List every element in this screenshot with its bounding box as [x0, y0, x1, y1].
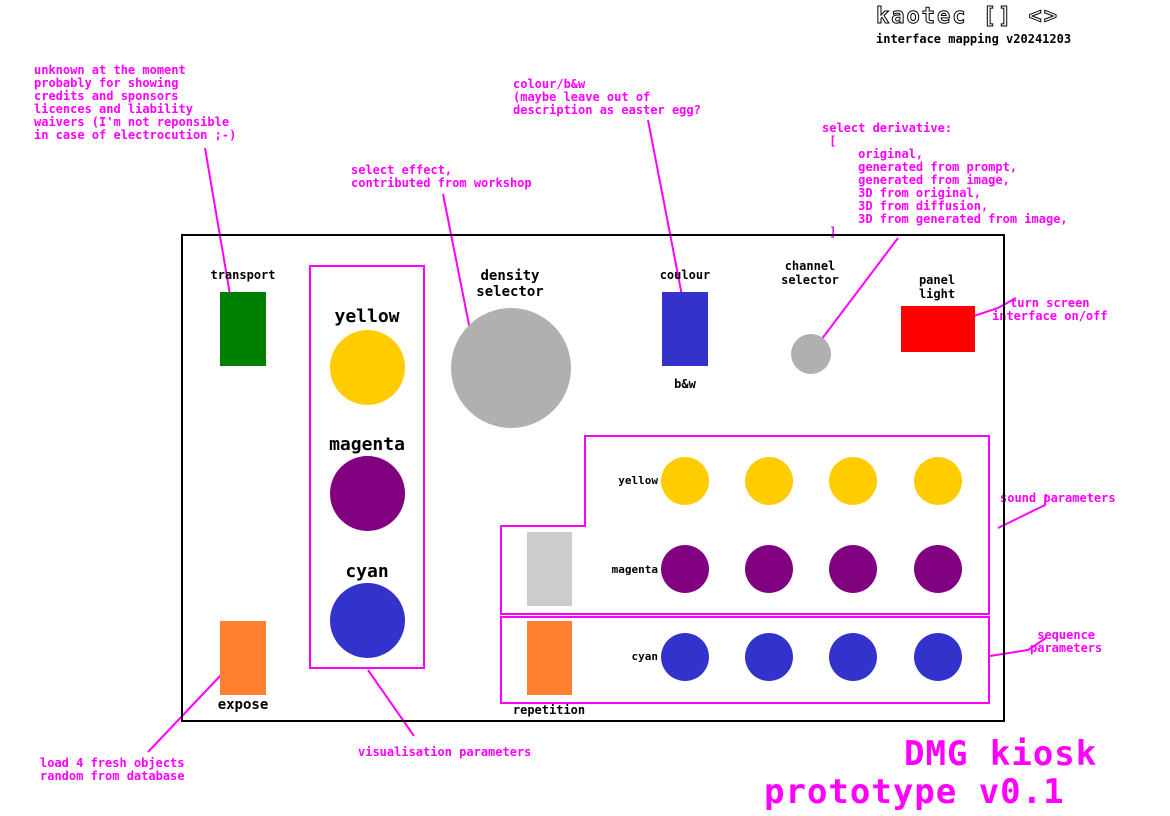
yellow-sound-knob-4[interactable]: [914, 457, 962, 505]
magenta-sound-knob-3[interactable]: [829, 545, 877, 593]
cyan-sequence-knob-3[interactable]: [829, 633, 877, 681]
channel-selector-knob[interactable]: [791, 334, 831, 374]
repetition-label: repetition: [512, 703, 586, 717]
annotation-sound-parameters: sound parameters: [1000, 491, 1116, 505]
magenta-sound-knob-1[interactable]: [661, 545, 709, 593]
repetition-button[interactable]: [527, 621, 572, 695]
annotation-select-derivative: select derivative: [ original, generated…: [822, 121, 1068, 239]
page-title-line2: prototype v0.1: [764, 772, 1065, 812]
yellow-sound-knob-3[interactable]: [829, 457, 877, 505]
expose-label: expose: [217, 697, 269, 713]
row-magenta-label: magenta: [611, 563, 658, 576]
cyan-label: cyan: [345, 561, 389, 582]
yellow-sound-knob-1[interactable]: [661, 457, 709, 505]
expose-button[interactable]: [220, 621, 266, 695]
control-panel: [181, 234, 1005, 722]
brand-subtitle: interface mapping v20241203: [876, 32, 1072, 46]
annotation-select-effect: select effect, contributed from workshop: [351, 163, 532, 190]
annotation-colour-bw: colour/b&w (maybe leave out of descripti…: [513, 77, 701, 117]
cyan-sequence-knob-2[interactable]: [745, 633, 793, 681]
transport-label: transport: [210, 268, 276, 282]
yellow-sound-knob-2[interactable]: [745, 457, 793, 505]
magenta-knob[interactable]: [330, 456, 405, 531]
cyan-sequence-knob-1[interactable]: [661, 633, 709, 681]
bw-label: b&w: [674, 377, 696, 391]
panel-light-label: panel light: [918, 273, 956, 301]
colour-switch[interactable]: [662, 292, 708, 366]
brand-logo: kaotec [] <>: [876, 4, 1059, 30]
annotation-sequence-parameters: sequence parameters: [1030, 628, 1103, 655]
row-cyan-label: cyan: [631, 650, 659, 663]
magenta-sound-knob-2[interactable]: [745, 545, 793, 593]
panel-light-button[interactable]: [901, 306, 975, 352]
transport-button[interactable]: [220, 292, 266, 366]
annotation-turn-screen: turn screen interface on/off: [992, 296, 1108, 323]
cyan-knob[interactable]: [330, 583, 405, 658]
sound-slider[interactable]: [527, 532, 572, 606]
density-selector-label: density selector: [476, 268, 544, 300]
yellow-label: yellow: [334, 306, 400, 327]
annotation-load-objects: load 4 fresh objects random from databas…: [40, 756, 185, 783]
yellow-knob[interactable]: [330, 330, 405, 405]
channel-selector-label: channel selector: [781, 259, 839, 287]
page-title-line1: DMG kiosk: [904, 734, 1098, 774]
magenta-label: magenta: [329, 434, 405, 455]
annotation-unknown: unknown at the moment probably for showi…: [34, 63, 237, 142]
density-selector-knob[interactable]: [451, 308, 571, 428]
visualisation-group: [309, 265, 425, 669]
colour-label: coulour: [659, 268, 711, 282]
cyan-sequence-knob-4[interactable]: [914, 633, 962, 681]
row-yellow-label: yellow: [618, 474, 658, 487]
annotation-visualisation-parameters: visualisation parameters: [358, 745, 532, 759]
magenta-sound-knob-4[interactable]: [914, 545, 962, 593]
